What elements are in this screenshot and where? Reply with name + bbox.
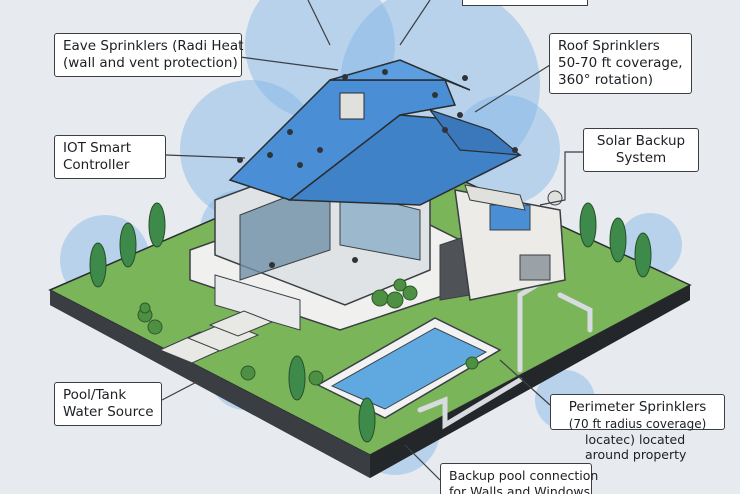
eave-line-1: Eave Sprinklers (Radi Heat [63,38,244,54]
solar-line-1: Solar Backup [596,133,686,149]
perimeter-line-3: locatec) located [585,432,686,447]
shrubs [137,278,479,386]
roof-line-2: 50-70 ft coverage, [558,55,683,71]
sprinkler-heads [237,69,518,268]
label-box-top-edge [462,0,588,6]
pool-line-2: Water Source [63,404,154,420]
label-roof-sprinklers: Roof Sprinklers 50-70 ft coverage, 360° … [549,33,692,94]
backup-line-2: for Walls and Windows [449,484,591,494]
walkway [158,310,274,364]
roof-line-1: Roof Sprinklers [558,38,660,54]
perimeter-line-4: around property [585,447,687,462]
label-iot-controller: IOT Smart Controller [54,135,166,179]
roof [228,59,522,206]
perimeter-note: locatec) located around property [585,432,686,462]
roof-line-3: 360° rotation) [558,72,654,88]
eave-line-2: (wall and vent protection) [63,55,238,71]
trees [89,202,652,443]
label-eave-sprinklers: Eave Sprinklers (Radi Heat (wall and ven… [54,33,244,77]
iot-line-2: Controller [63,157,130,173]
perimeter-line-1: Perimeter Sprinklers [568,399,707,415]
label-solar-backup: Solar Backup System [583,128,699,172]
label-perimeter-sprinklers: Perimeter Sprinklers (70 ft radius cover… [550,394,725,431]
iot-line-1: IOT Smart [63,140,131,156]
house [189,149,566,331]
pool-line-1: Pool/Tank [63,387,127,403]
solar-line-2: System [615,150,667,166]
leader-lines [161,0,583,481]
perimeter-line-2: (70 ft radius coverage) [568,417,707,431]
label-pool-tank: Pool/Tank Water Source [54,382,162,426]
backup-line-1: Backup pool connection [449,468,599,483]
label-backup-pool-connection: Backup pool connection for Walls and Win… [440,463,599,494]
